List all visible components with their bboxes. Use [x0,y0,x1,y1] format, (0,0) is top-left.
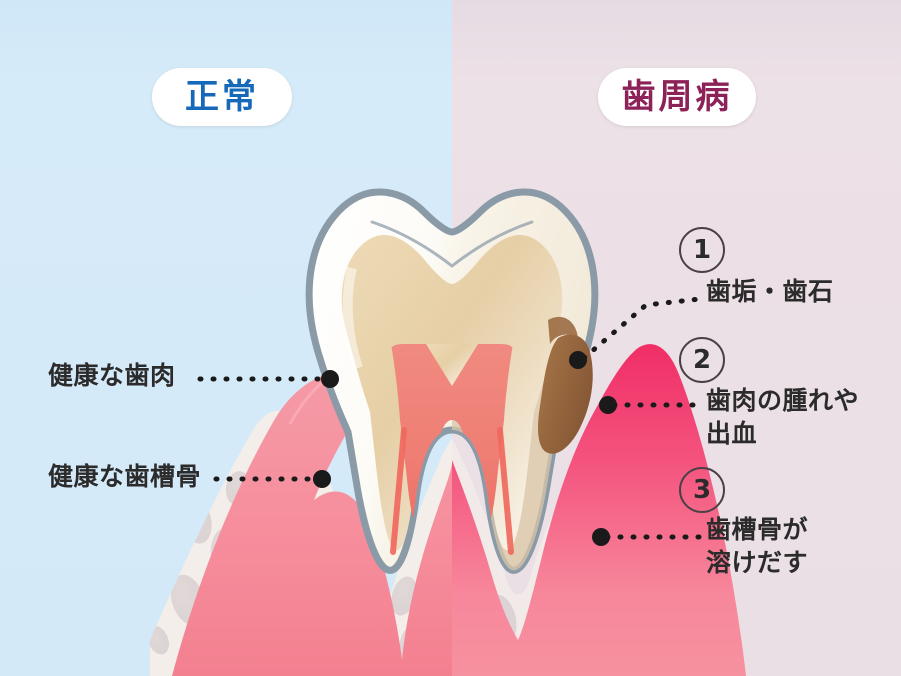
enamel-highlight [342,266,363,370]
badge-normal: 正常 [152,68,292,126]
badge-periodontal-label: 歯周病 [621,77,733,117]
leader-endpoint-dots [313,351,617,546]
healthy-gum-shape [172,372,452,676]
root-canals [390,427,514,555]
badge-periodontal: 歯周病 [598,68,756,126]
label-bone-resorption: 歯槽骨が 溶けだす [706,515,809,577]
label-healthy-bone: 健康な歯槽骨 [48,462,202,491]
leader-calculus [581,296,703,361]
marker-number-2: 2 [679,337,725,383]
badge-normal-label: 正常 [185,77,259,117]
label-healthy-gum: 健康な歯肉 [48,361,176,390]
calculus-deposit-upper [548,316,578,344]
pulp-horn-notch [426,344,478,386]
occlusal-fissure [370,220,534,268]
inflamed-gum-shape [452,344,746,676]
marker-number-3: 3 [679,467,725,513]
marker-number-1: 1 [679,227,725,273]
label-calculus: 歯垢・歯石 [706,277,834,306]
label-gum-swelling-bleeding: 歯肉の腫れや 出血 [706,386,860,448]
